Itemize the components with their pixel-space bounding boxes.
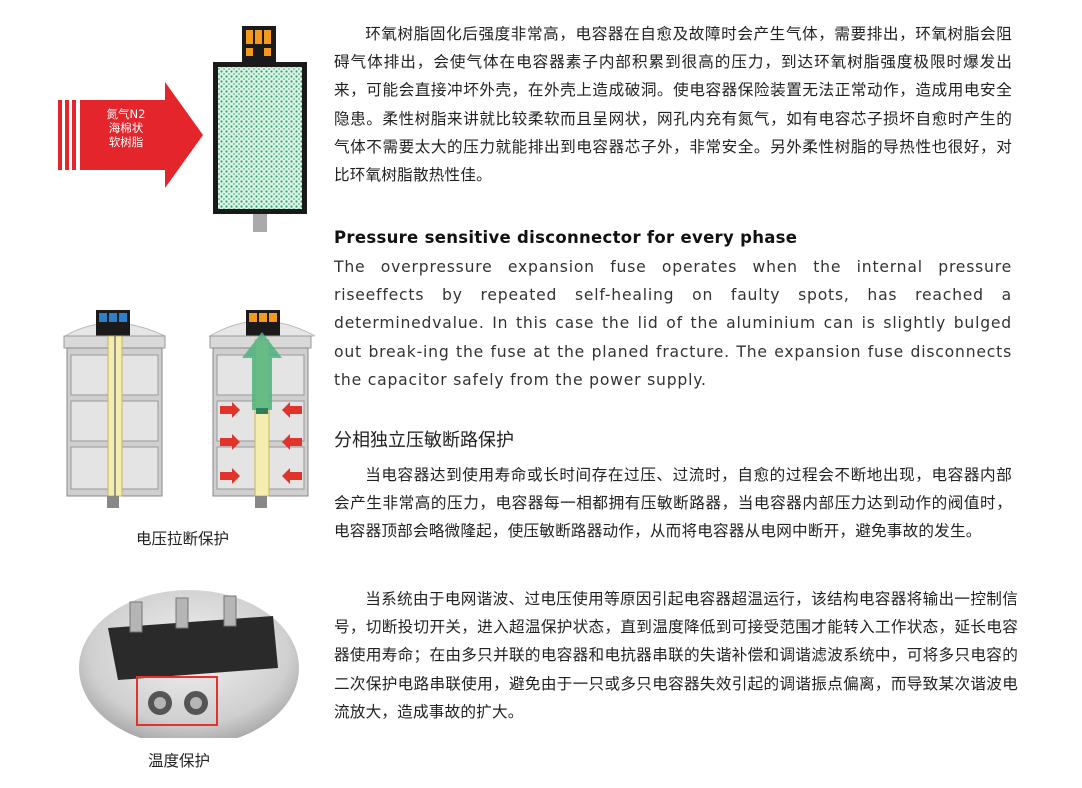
intro-paragraph: 环氧树脂固化后强度非常高，电容器在自愈及故障时会产生气体，需要排出，环氧树脂会阻… xyxy=(334,25,1012,185)
temperature-protection-photo xyxy=(79,590,299,738)
figure-caption-temperature: 温度保护 xyxy=(148,752,211,770)
pressure-disconnector-diagram xyxy=(63,310,316,508)
soft-resin-capacitor-diagram xyxy=(58,26,307,232)
nitrogen-arrow-icon xyxy=(58,82,203,188)
figure-caption-voltage: 电压拉断保护 xyxy=(136,530,230,548)
disconnector-paragraph: 当电容器达到使用寿命或长时间存在过压、过流时，自愈的过程会不断地出现，电容器内部… xyxy=(334,466,1012,541)
temperature-paragraph: 当系统由于电网谐波、过电压使用等原因引起电容器超温运行，该结构电容器将输出一控制… xyxy=(334,590,1018,721)
english-heading: Pressure sensitive disconnector for ever… xyxy=(334,228,798,247)
terminal-screw-icon xyxy=(129,595,237,633)
highlight-box xyxy=(136,676,218,726)
arrow-label-line: 软树脂 xyxy=(108,135,144,149)
arrow-label-line: 氮气N2 xyxy=(106,107,146,121)
section-heading: 分相独立压敏断路保护 xyxy=(334,430,514,451)
triggered-capacitor-icon xyxy=(208,310,316,508)
arrow-label: 氮气N2 海棉状 软树脂 xyxy=(96,107,156,149)
terminal-block-icon xyxy=(242,26,276,66)
english-paragraph: The overpressure expansion fuse operates… xyxy=(334,258,1012,389)
arrow-label-line: 海棉状 xyxy=(108,121,144,135)
normal-capacitor-icon xyxy=(63,310,166,508)
